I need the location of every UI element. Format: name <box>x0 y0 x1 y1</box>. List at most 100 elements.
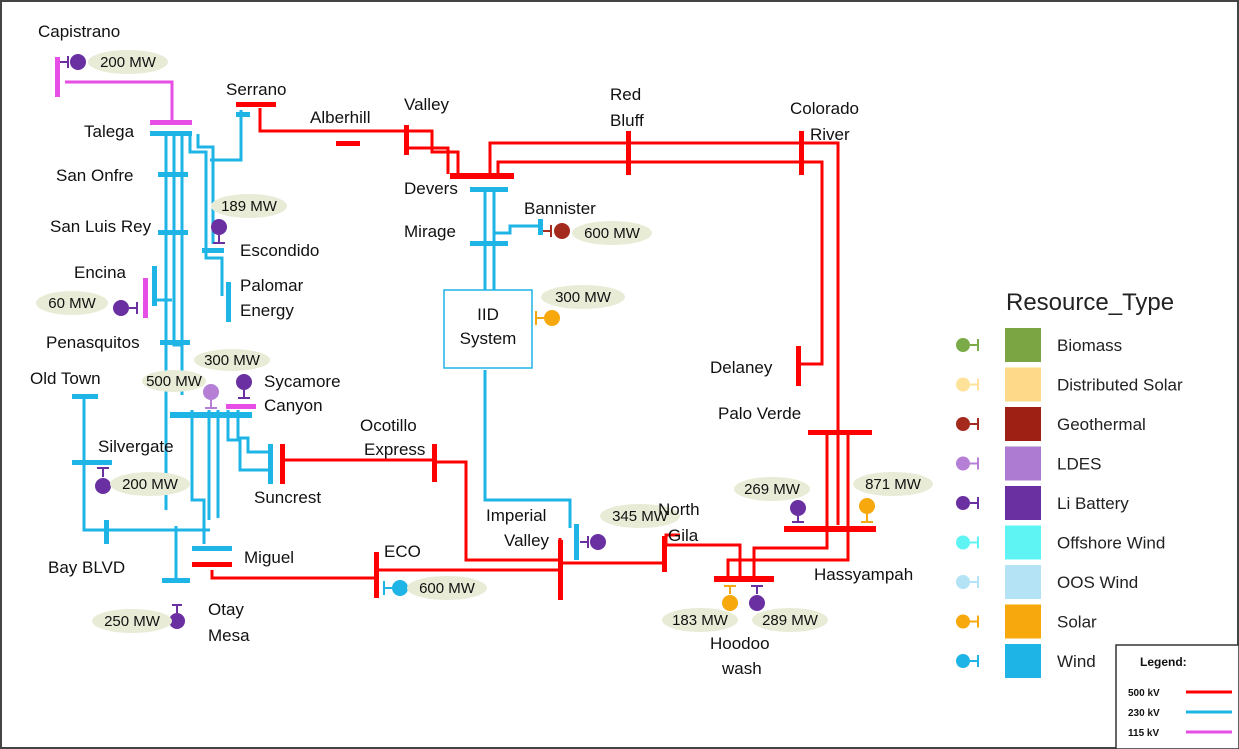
legend-label: Solar <box>1057 613 1097 632</box>
lines-115kv <box>65 80 174 122</box>
label-serrano: Serrano <box>226 80 286 99</box>
legend-swatch <box>1005 644 1041 678</box>
bus-palomar <box>226 282 231 322</box>
legend-swatch <box>1005 486 1041 520</box>
mw-palo-verde-solar: 871 MW <box>865 476 922 493</box>
label-valley: Valley <box>404 95 450 114</box>
mw-eco: 600 MW <box>419 580 476 597</box>
iid-label-2: System <box>460 329 517 348</box>
bus-imperial-valley <box>574 524 579 560</box>
label-sycamore-2: Canyon <box>264 396 323 415</box>
li-battery-icon <box>60 54 86 70</box>
bus-silvergate <box>72 460 112 465</box>
label-silvergate: Silvergate <box>98 437 174 456</box>
label-ocotillo-1: Ocotillo <box>360 416 417 435</box>
label-san-onfre: San Onfre <box>56 166 134 185</box>
bus-palo-verde <box>808 430 872 435</box>
wind-icon <box>383 580 408 596</box>
label-palomar-2: Energy <box>240 301 294 320</box>
label-ocotillo-2: Express <box>364 440 425 459</box>
label-penasquitos: Penasquitos <box>46 333 140 352</box>
label-imperial-2: Valley <box>504 531 550 550</box>
bus-miguel-500 <box>192 562 232 567</box>
legend-marker-icon <box>956 535 970 550</box>
label-red-bluff-2: Bluff <box>610 111 644 130</box>
iid-label-1: IID <box>477 305 499 324</box>
label-alberhill: Alberhill <box>310 108 370 127</box>
bus-devers-500 <box>450 173 514 179</box>
lines-230kv <box>82 110 572 578</box>
bus-bars <box>55 57 876 600</box>
bus-delaney <box>796 346 801 386</box>
label-suncrest: Suncrest <box>254 488 321 507</box>
li-battery-icon <box>790 500 806 523</box>
mw-delaney-batt: 269 MW <box>744 481 801 498</box>
label-bay-blvd: Bay BLVD <box>48 558 125 577</box>
legend-item-geothermal: Geothermal <box>956 407 1146 441</box>
legend-label: Geothermal <box>1057 415 1146 434</box>
geothermal-icon <box>543 223 570 239</box>
label-capistrano: Capistrano <box>38 22 120 41</box>
label-miguel: Miguel <box>244 548 294 567</box>
bus-colorado-river <box>799 131 804 175</box>
li-battery-icon <box>580 534 606 550</box>
legend-item-oos-wind: OOS Wind <box>956 565 1138 599</box>
voltage-label: 115 kV <box>1128 728 1159 739</box>
bus-ocotillo <box>432 444 437 482</box>
solar-icon <box>859 498 875 523</box>
bus-suncrest <box>268 444 273 484</box>
voltage-legend-title: Legend: <box>1140 655 1187 669</box>
label-palomar-1: Palomar <box>240 276 304 295</box>
li-battery-icon <box>113 300 138 316</box>
bus-labels: Capistrano Serrano Alberhill Valley Red … <box>30 22 913 678</box>
bus-capistrano <box>55 57 60 97</box>
legend-item-ldes: LDES <box>956 446 1101 481</box>
bus-encina <box>143 278 148 318</box>
label-hoodoo-2: wash <box>721 659 762 678</box>
legend-marker-icon <box>956 654 970 668</box>
mw-hoodoo-batt: 289 MW <box>762 612 819 629</box>
bus-bay-blvd <box>104 520 109 544</box>
li-battery-icon <box>749 585 765 611</box>
li-battery-icon <box>211 219 227 244</box>
solar-icon <box>535 310 560 326</box>
legend-item-li-battery: Li Battery <box>956 486 1129 520</box>
resource-markers <box>60 54 875 629</box>
legend-label: OOS Wind <box>1057 573 1138 592</box>
solar-icon <box>722 585 738 611</box>
bus-hassyampah <box>784 526 876 532</box>
voltage-item-115-kv: 115 kV <box>1128 728 1232 739</box>
legend-swatch <box>1005 328 1041 362</box>
legend-swatch <box>1005 525 1041 560</box>
mw-imperial: 345 MW <box>612 508 669 525</box>
lines-500kv <box>210 108 850 580</box>
label-old-town: Old Town <box>30 369 101 388</box>
bus-red-bluff <box>626 131 631 175</box>
label-north-gila-1: North <box>658 500 700 519</box>
label-devers: Devers <box>404 179 458 198</box>
iid-system-box <box>443 289 533 369</box>
mw-capistrano: 200 MW <box>100 54 157 71</box>
bus-talega-115 <box>150 120 192 125</box>
bus-north-gila <box>662 536 667 572</box>
bus-old-town <box>72 394 98 399</box>
legend-label: Offshore Wind <box>1057 534 1165 553</box>
label-colorado-2: River <box>810 125 850 144</box>
bus-sycamore <box>170 412 252 418</box>
li-battery-icon <box>169 604 185 629</box>
mw-sycamore-ldes: 500 MW <box>146 373 203 390</box>
legend-marker-icon <box>956 614 970 629</box>
voltage-item-500-kv: 500 kV <box>1128 688 1232 699</box>
capacity-badges: 200 MW 189 MW 600 MW 300 MW 60 MW 300 MW… <box>36 50 933 633</box>
legend-label: LDES <box>1057 455 1101 474</box>
mw-encina: 60 MW <box>48 295 96 312</box>
bus-serrano <box>236 102 276 107</box>
legend-label: Biomass <box>1057 336 1122 355</box>
label-palo-verde: Palo Verde <box>718 404 801 423</box>
legend-item-offshore-wind: Offshore Wind <box>956 525 1165 560</box>
legend-marker-icon <box>956 338 970 352</box>
